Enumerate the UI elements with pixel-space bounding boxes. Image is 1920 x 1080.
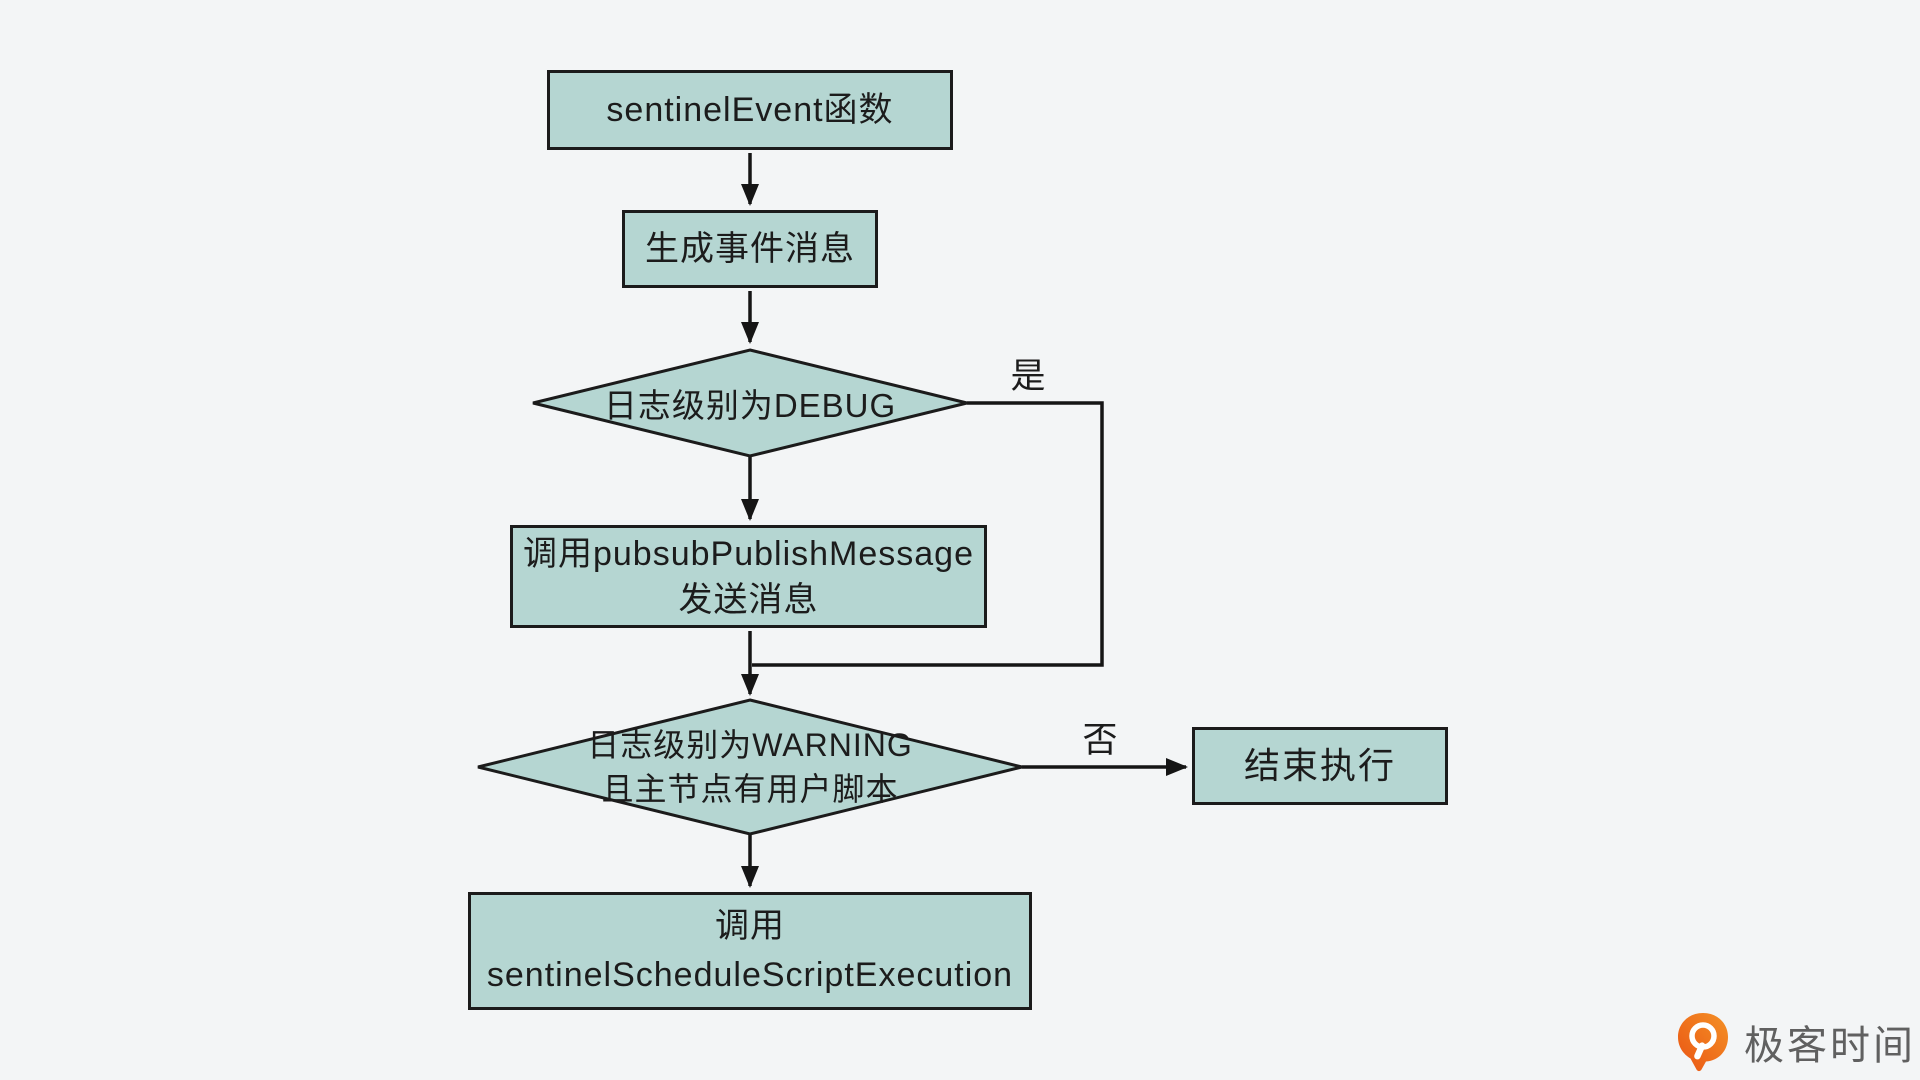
node-schedule-script: 调用 sentinelScheduleScriptExecution <box>468 892 1032 1010</box>
diamond-debug-check <box>532 348 968 458</box>
diamond-warning-check-line1: 日志级别为WARNING <box>587 727 913 763</box>
node-pubsub-publish-line1: 调用pubsubPublishMessage <box>522 534 975 573</box>
node-pubsub-publish: 调用pubsubPublishMessage 发送消息 <box>510 525 987 628</box>
geektime-tail <box>1694 1042 1706 1060</box>
edge-label-no: 否 <box>1082 721 1118 760</box>
node-schedule-script-line2: sentinelScheduleScriptExecution <box>486 956 1014 994</box>
diamond-warning-check <box>477 698 1023 836</box>
diamond-debug-check-label: 日志级别为DEBUG <box>540 380 960 426</box>
node-sentinel-event-label: sentinelEvent函数 <box>606 90 894 129</box>
node-end-execution: 结束执行 <box>1192 727 1448 805</box>
node-end-execution-label: 结束执行 <box>1243 745 1396 787</box>
geektime-pin-shape <box>1678 1013 1728 1072</box>
node-generate-message: 生成事件消息 <box>622 210 878 288</box>
geektime-logo-icon <box>1678 1013 1728 1072</box>
diamond-warning-check-line2: 且主节点有用户脚本 <box>601 771 899 807</box>
brand-watermark: 极客时间 <box>1676 1012 1916 1072</box>
node-sentinel-event: sentinelEvent函数 <box>547 70 953 150</box>
diamond-warning-check-label: 日志级别为WARNING 且主节点有用户脚本 <box>520 722 980 812</box>
node-schedule-script-line1: 调用 <box>715 907 785 945</box>
diamond-debug-check-text: 日志级别为DEBUG <box>603 387 897 424</box>
edge-label-yes: 是 <box>1010 357 1046 396</box>
node-generate-message-label: 生成事件消息 <box>645 229 855 268</box>
node-pubsub-publish-line2: 发送消息 <box>678 580 819 619</box>
edge-yes-bypass <box>752 401 1104 667</box>
brand-watermark-text: 极客时间 <box>1744 1024 1916 1068</box>
